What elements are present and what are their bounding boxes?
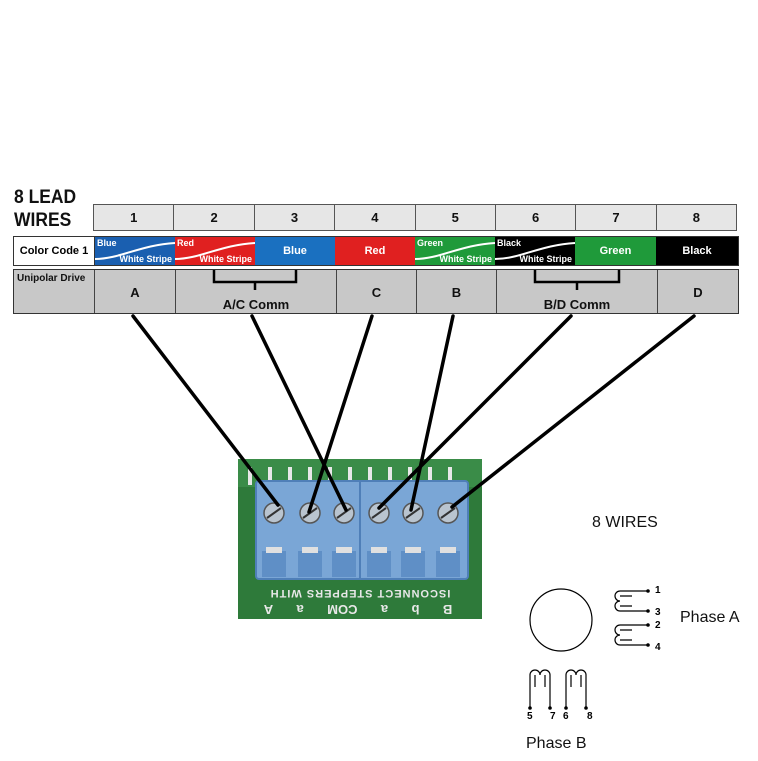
color-cell-7: Green bbox=[575, 237, 656, 265]
terminal-cell-d: D bbox=[658, 270, 738, 313]
wire-number: 6 bbox=[494, 204, 577, 231]
terminal-cell-ac-comm: A/C Comm bbox=[176, 270, 337, 313]
wire-line-bd-comm bbox=[377, 314, 573, 510]
motor-circle-icon bbox=[529, 588, 593, 652]
pin-label: 4 bbox=[655, 642, 661, 653]
color-top-label: Green bbox=[417, 238, 444, 248]
pin-label: 3 bbox=[655, 607, 661, 618]
terminal-cell-a: A bbox=[95, 270, 176, 313]
color-cell-8: Black bbox=[656, 237, 738, 265]
wire-number: 3 bbox=[253, 204, 336, 231]
color-top-label: Blue bbox=[97, 238, 117, 248]
color-code-row: Color Code 1 Blue White Stripe Red White… bbox=[13, 236, 739, 266]
phase-b-label: Phase B bbox=[526, 735, 587, 752]
terminal-label: B bbox=[451, 285, 462, 300]
white-stripe-icon bbox=[95, 242, 175, 260]
wire-number: 1 bbox=[92, 204, 175, 231]
wire-number: 8 bbox=[655, 204, 738, 231]
terminal-block-photo: B b a COM a A ISCONNECT STEPPERS WITH bbox=[238, 459, 482, 619]
color-bottom-label: White Stripe bbox=[439, 254, 492, 264]
coil-b-icon bbox=[529, 669, 587, 708]
white-stripe-icon bbox=[175, 242, 255, 260]
color-cell-3: Blue bbox=[255, 237, 335, 265]
color-bottom-label: White Stripe bbox=[119, 254, 172, 264]
terminal-cell-c: C bbox=[337, 270, 417, 313]
color-top-label: Black bbox=[497, 238, 522, 248]
pin-label: 8 bbox=[587, 711, 593, 722]
unipolar-label-cell: Unipolar Drive bbox=[14, 270, 95, 313]
color-top-label: Red bbox=[177, 238, 195, 248]
wire-number-row: 1 2 3 4 5 6 7 8 bbox=[92, 204, 738, 231]
color-cell-1: Blue White Stripe bbox=[95, 237, 175, 265]
color-solid-label: Blue bbox=[283, 245, 307, 257]
pin-label: 1 bbox=[655, 585, 661, 596]
wire-line-ac-comm bbox=[250, 314, 348, 512]
phase-a-label: Phase A bbox=[680, 609, 740, 626]
coil-a-icon bbox=[614, 590, 648, 646]
comm-bracket-icon bbox=[212, 270, 298, 290]
terminal-cell-b: B bbox=[417, 270, 497, 313]
color-solid-label: Red bbox=[364, 245, 386, 257]
terminal-label: B/D Comm bbox=[543, 297, 611, 312]
terminal-label: A bbox=[130, 285, 140, 300]
color-code-label: Color Code 1 bbox=[14, 237, 95, 265]
color-solid-label: Green bbox=[599, 245, 632, 257]
color-bottom-label: White Stripe bbox=[519, 254, 572, 264]
terminal-label: A/C Comm bbox=[222, 297, 290, 312]
terminal-block-icon bbox=[238, 459, 482, 619]
pin-label: 5 bbox=[527, 711, 533, 722]
schematic-title: 8 WIRES bbox=[592, 514, 658, 531]
wire-line-d bbox=[450, 314, 696, 509]
terminal-label: C bbox=[371, 285, 382, 300]
color-cell-6: Black White Stripe bbox=[495, 237, 575, 265]
color-solid-label: Black bbox=[682, 245, 712, 257]
color-cell-2: Red White Stripe bbox=[175, 237, 255, 265]
white-stripe-icon bbox=[415, 242, 495, 260]
color-cell-4: Red bbox=[335, 237, 415, 265]
wire-line-c bbox=[307, 314, 374, 514]
wire-number: 5 bbox=[414, 204, 496, 231]
terminal-cell-bd-comm: B/D Comm bbox=[497, 270, 658, 313]
pin-label: 6 bbox=[563, 711, 569, 722]
color-cell-5: Green White Stripe bbox=[415, 237, 495, 265]
title-line-2: WIRES bbox=[14, 210, 72, 231]
wire-number: 2 bbox=[173, 204, 255, 231]
wire-line-b bbox=[409, 314, 455, 512]
unipolar-label: Unipolar Drive bbox=[17, 273, 86, 284]
motor-schematic bbox=[528, 588, 650, 710]
wire-line-a bbox=[131, 314, 280, 507]
white-stripe-icon bbox=[495, 242, 575, 260]
title-line-1: 8 LEAD bbox=[14, 187, 77, 208]
diagram-title: 8 LEAD WIRES bbox=[14, 186, 76, 232]
wire-number: 4 bbox=[334, 204, 416, 231]
unipolar-drive-row: Unipolar Drive A A/C Comm C B B/D Comm D bbox=[13, 269, 739, 314]
wire-number: 7 bbox=[575, 204, 657, 231]
terminal-label: D bbox=[693, 285, 703, 300]
color-bottom-label: White Stripe bbox=[199, 254, 252, 264]
comm-bracket-icon bbox=[533, 270, 621, 290]
pin-label: 7 bbox=[550, 711, 556, 722]
pin-label: 2 bbox=[655, 620, 661, 631]
